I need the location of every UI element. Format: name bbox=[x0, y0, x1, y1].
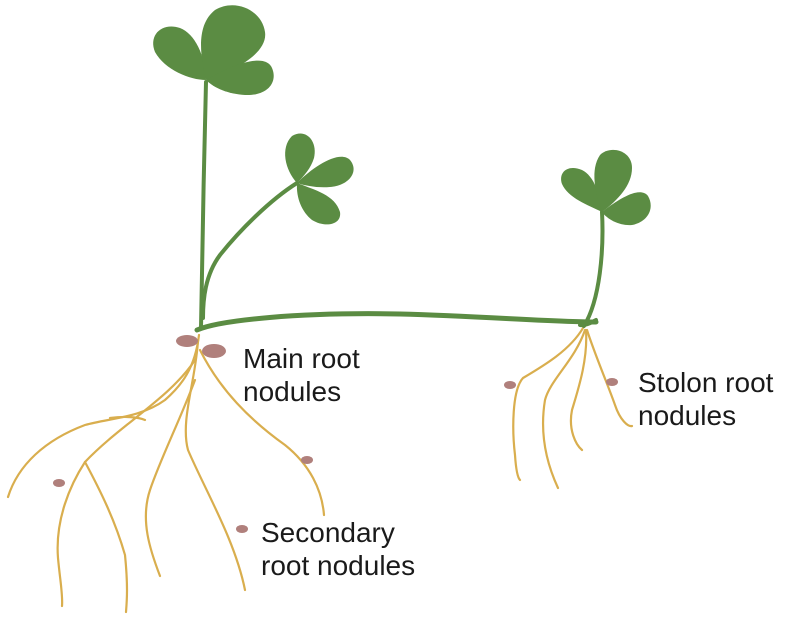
root-right bbox=[198, 348, 326, 517]
stolon-root-2 bbox=[542, 328, 587, 490]
right-leaf bbox=[561, 149, 651, 226]
stolon-label-line2: nodules bbox=[638, 400, 737, 431]
main-stem bbox=[199, 80, 208, 330]
secondary-label-line1: Secondary bbox=[261, 517, 395, 548]
main-leaf-top bbox=[201, 5, 266, 80]
root-left-inner bbox=[83, 460, 129, 614]
main-root-nodules-label: Main root nodules bbox=[243, 342, 360, 408]
stolon-end bbox=[578, 318, 598, 328]
right-leaf-left bbox=[561, 167, 602, 212]
right-leaf-right bbox=[602, 192, 651, 226]
secondary-root-nodules-label: Secondary root nodules bbox=[261, 516, 415, 582]
main-leaf bbox=[153, 5, 274, 96]
main-nodule-1 bbox=[176, 335, 198, 347]
root-left bbox=[56, 358, 197, 608]
stolon-roots bbox=[512, 326, 634, 490]
side-leaf bbox=[285, 133, 354, 225]
stolon-nodule-1 bbox=[504, 381, 516, 389]
root-center-left bbox=[144, 378, 197, 578]
right-stem bbox=[582, 210, 605, 328]
main-label-line1: Main root bbox=[243, 343, 360, 374]
secondary-label-line2: root nodules bbox=[261, 550, 416, 581]
main-leaf-left bbox=[153, 26, 206, 80]
right-leaf-top bbox=[594, 149, 632, 212]
side-leaf-bottom bbox=[296, 183, 341, 225]
stolon-label-line1: Stolon root bbox=[638, 367, 774, 398]
root-left-branch bbox=[108, 415, 147, 422]
main-plant-roots bbox=[6, 333, 326, 614]
main-leaf-right bbox=[206, 60, 274, 96]
secondary-nodule-1 bbox=[53, 479, 65, 487]
nodules bbox=[53, 335, 618, 533]
main-nodule-2 bbox=[202, 344, 226, 358]
stolon-root-nodules-label: Stolon root nodules bbox=[638, 366, 773, 432]
stolon-root-1 bbox=[512, 326, 585, 482]
side-stem bbox=[201, 181, 299, 320]
stolon-nodule-2 bbox=[606, 378, 618, 386]
secondary-nodule-3 bbox=[236, 525, 248, 533]
stolon bbox=[194, 311, 599, 333]
stems bbox=[194, 80, 605, 333]
stolon-root-3 bbox=[569, 328, 588, 452]
secondary-nodule-2 bbox=[301, 456, 313, 464]
side-leaf-right bbox=[297, 156, 354, 188]
stolon-root-4 bbox=[585, 328, 634, 428]
root-center bbox=[184, 338, 247, 592]
side-leaf-top bbox=[285, 133, 315, 183]
root-far-left bbox=[6, 333, 201, 499]
main-label-line2: nodules bbox=[243, 376, 342, 407]
